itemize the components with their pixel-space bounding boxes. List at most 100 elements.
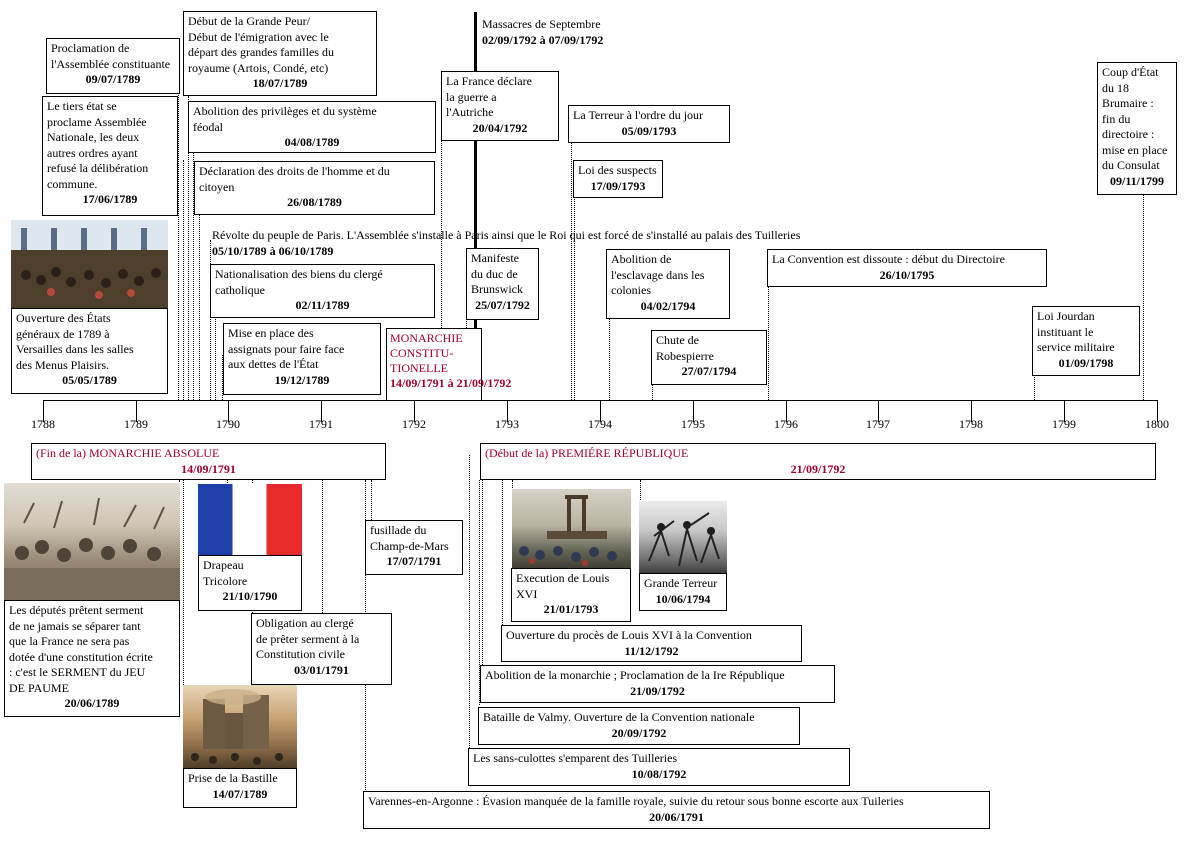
connector-line	[609, 310, 610, 400]
connector-line	[215, 290, 216, 400]
connector-line	[178, 76, 179, 400]
event-text: Varennes-en-Argonne : Évasion manquée de…	[368, 794, 904, 808]
event-text: Grande Terreur	[644, 576, 718, 590]
axis-tick	[414, 400, 415, 422]
event-card: Manifeste du duc de Brunswick 25/07/1792	[466, 248, 539, 320]
tricolore-flag-image	[198, 484, 302, 556]
event-text: Abolition de l'esclavage dans les coloni…	[611, 252, 705, 297]
connector-line	[227, 480, 228, 485]
event-label: Révolte du peuple de Paris. L'Assemblée …	[212, 227, 872, 259]
event-text: Abolition des privilèges et du système f…	[193, 104, 377, 134]
event-card: Grande Terreur 10/06/1794	[639, 573, 727, 611]
event-date: 25/07/1792	[475, 297, 530, 312]
event-card: Varennes-en-Argonne : Évasion manquée de…	[363, 791, 990, 829]
connector-line	[571, 140, 572, 400]
event-card: Proclamation de l'Assemblée constituante…	[46, 38, 180, 94]
event-card: La Terreur à l'ordre du jour 05/09/1793	[568, 105, 730, 143]
event-text: Loi Jourdan instituant le service milita…	[1037, 309, 1115, 354]
period-date: 21/09/1792	[790, 461, 846, 476]
event-card: Abolition de la monarchie ; Proclamation…	[480, 665, 835, 703]
connector-line	[188, 96, 189, 400]
event-date: 20/06/1791	[649, 809, 704, 824]
event-text: Abolition de la monarchie ; Proclamation…	[485, 668, 785, 682]
event-card: La Convention est dissoute : début du Di…	[767, 249, 1047, 287]
event-card: Déclaration des droits de l'homme et du …	[194, 161, 435, 215]
period-date: 14/09/1791	[181, 461, 236, 476]
event-date: 11/12/1792	[624, 643, 679, 658]
event-date: 10/06/1794	[655, 591, 711, 606]
event-date: 26/08/1789	[287, 195, 342, 209]
connector-line	[768, 285, 769, 400]
event-date: 05/05/1789	[62, 373, 117, 387]
period-monarchie-absolue: (Fin de la) MONARCHIE ABSOLUE 14/09/1791	[31, 443, 386, 480]
connector-line	[441, 140, 442, 400]
event-text: Les députés prêtent serment de ne jamais…	[9, 603, 153, 695]
axis-tick	[1064, 400, 1065, 422]
connector-line	[183, 160, 184, 400]
event-date: 20/04/1792	[472, 120, 528, 135]
event-text: fusillade du Champ-de-Mars	[370, 523, 449, 553]
event-card: Nationalisation des biens du clergé cath…	[210, 264, 435, 318]
event-date: 26/10/1795	[879, 267, 935, 282]
event-card: Ouverture du procès de Louis XVI à la Co…	[501, 625, 802, 662]
event-text: Les sans-culottes s'emparent des Tuiller…	[473, 751, 678, 765]
event-date: 21/09/1792	[630, 683, 685, 698]
event-text: Drapeau Tricolore	[203, 558, 248, 588]
period-title: (Début de la) PREMIÉRE RÉPUBLIQUE	[485, 446, 689, 460]
event-date: 04/08/1789	[284, 135, 340, 149]
event-text: La France déclare la guerre a l'Autriche	[446, 74, 532, 119]
connector-line	[1143, 190, 1144, 400]
connector-line	[574, 190, 575, 400]
event-text: Loi des suspects	[578, 163, 657, 177]
axis-tick	[600, 400, 601, 422]
event-date: 05/10/1789 à 06/10/1789	[212, 244, 334, 258]
event-text: La Convention est dissoute : début du Di…	[772, 252, 1005, 266]
event-text: Déclaration des droits de l'homme et du …	[199, 164, 390, 194]
etats-generaux-painting	[11, 220, 168, 308]
connector-line	[512, 480, 513, 490]
event-text: Obligation au clergé de prêter serment à…	[256, 616, 360, 661]
connector-line	[183, 480, 184, 685]
event-card: Loi des suspects 17/09/1793	[573, 160, 663, 198]
event-date: 21/10/1790	[222, 589, 278, 603]
serment-jeu-de-paume-painting	[4, 483, 180, 601]
event-card: Abolition de l'esclavage dans les coloni…	[606, 249, 730, 319]
event-text: Massacres de Septembre	[482, 17, 601, 31]
event-card: Chute de Robespierre 27/07/1794	[651, 330, 767, 385]
event-date: 17/06/1789	[82, 192, 138, 206]
event-text: Nationalisation des biens du clergé cath…	[215, 267, 383, 297]
year-label: 1797	[866, 417, 890, 431]
event-card: Obligation au clergé de prêter serment à…	[251, 613, 392, 685]
event-text: Manifeste du duc de Brunswick	[471, 251, 523, 296]
event-text: La Terreur à l'ordre du jour	[573, 108, 704, 122]
event-date: 05/09/1793	[621, 123, 677, 138]
event-date: 04/02/1794	[640, 298, 696, 313]
event-card: Début de la Grande Peur/ Début de l'émig…	[183, 11, 377, 96]
event-date: 14/07/1789	[212, 786, 268, 801]
period-date: 14/09/1791 à 21/09/1792	[390, 376, 512, 390]
connector-line	[640, 480, 641, 502]
event-date: 09/07/1789	[85, 72, 141, 86]
event-text: Bataille de Valmy. Ouverture de la Conve…	[483, 710, 755, 724]
event-text: Mise en place des assignats pour faire f…	[228, 326, 345, 371]
grande-terreur-engraving	[639, 501, 727, 574]
event-date: 19/12/1789	[274, 372, 330, 387]
event-card: Prise de la Bastille 14/07/1789	[183, 768, 297, 808]
year-label: 1790	[216, 417, 240, 431]
event-date: 09/11/1799	[1109, 173, 1164, 188]
connector-line	[210, 240, 211, 400]
event-card: Les députés prêtent serment de ne jamais…	[4, 600, 180, 717]
axis-tick	[43, 400, 44, 422]
event-date: 20/09/1792	[611, 725, 667, 740]
event-text: Ouverture du procès de Louis XVI à la Co…	[506, 628, 752, 642]
event-date: 10/08/1792	[631, 766, 687, 781]
connector-line	[479, 480, 480, 705]
year-label: 1791	[309, 417, 333, 431]
event-text: Execution de Louis XVI	[516, 571, 610, 601]
event-text: Début de la Grande Peur/ Début de l'émig…	[188, 14, 334, 75]
event-date: 02/11/1789	[295, 298, 350, 312]
massacres-marker-line	[474, 12, 477, 400]
event-date: 20/06/1789	[64, 696, 120, 710]
event-card: La France déclare la guerre a l'Autriche…	[441, 71, 559, 141]
event-date: 17/09/1793	[590, 178, 646, 193]
